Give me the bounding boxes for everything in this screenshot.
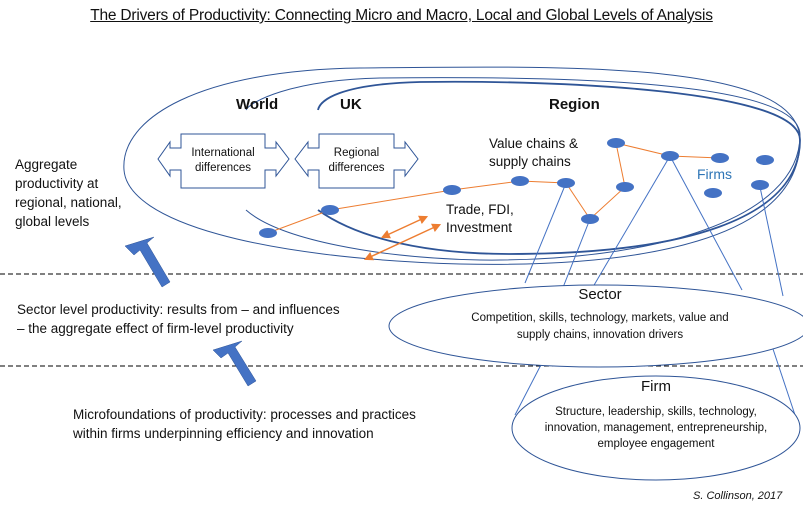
firm-node <box>557 178 575 188</box>
sector-body-line-1: Competition, skills, technology, markets… <box>471 312 729 324</box>
trade-line-2: Investment <box>446 220 513 235</box>
firm-nodes <box>259 138 774 238</box>
aggregate-line-1: Aggregate <box>15 157 78 172</box>
firm-node <box>756 155 774 165</box>
value-chains-line-1: Value chains & <box>489 136 579 151</box>
firm-node <box>321 205 339 215</box>
value-chains-line-2: supply chains <box>489 154 571 169</box>
trade-arrow-2 <box>363 223 442 261</box>
firm-title: Firm <box>641 378 671 395</box>
trade-line-1: Trade, FDI, <box>446 202 514 217</box>
firm-body-line-1: Structure, leadership, skills, technolog… <box>555 406 757 418</box>
firm-node <box>711 153 729 163</box>
international-differences-label: International differences <box>181 146 265 176</box>
diagram-title: The Drivers of Productivity: Connecting … <box>90 7 713 24</box>
international-line-1: International <box>191 147 255 159</box>
up-arrow-sector <box>212 340 257 387</box>
up-arrow-aggregate <box>124 236 171 288</box>
region-label: Region <box>549 96 600 113</box>
author-credit: S. Collinson, 2017 <box>693 490 783 502</box>
sector-body-line-2: supply chains, innovation drivers <box>516 329 684 341</box>
sector-body: Competition, skills, technology, markets… <box>420 310 780 344</box>
firm-ellipse <box>511 375 801 481</box>
firm-node <box>607 138 625 148</box>
sector-title: Sector <box>578 286 622 303</box>
firm-node <box>443 185 461 195</box>
uk-ellipse <box>245 77 801 261</box>
regional-differences-box <box>294 133 419 189</box>
firm-body: Structure, leadership, skills, technolog… <box>505 404 803 452</box>
international-line-2: differences <box>194 162 252 174</box>
sector-ellipse <box>388 284 803 368</box>
firms-label: Firms <box>697 166 732 182</box>
regional-differences-label: Regional differences <box>319 146 394 176</box>
firm-body-line-2: innovation, management, entrepreneurship… <box>544 422 768 434</box>
connector-lines <box>514 155 796 416</box>
firm-node <box>511 176 529 186</box>
aggregate-productivity-text: Aggregate productivity at regional, nati… <box>15 155 122 231</box>
aggregate-line-2: productivity at <box>15 176 99 191</box>
international-differences-box <box>157 133 290 189</box>
regional-line-2: differences <box>328 162 385 174</box>
firm-node <box>704 188 722 198</box>
firm-node <box>661 151 679 161</box>
world-label: World <box>236 96 279 113</box>
world-ellipse <box>123 66 801 265</box>
uk-label: UK <box>340 96 362 113</box>
trade-label: Trade, FDI, Investment <box>446 201 514 237</box>
regional-line-1: Regional <box>333 147 380 159</box>
sector-text-line-2: – the aggregate effect of firm-level pro… <box>17 321 294 336</box>
microfoundations-text: Microfoundations of productivity: proces… <box>73 405 416 443</box>
firm-node <box>616 182 634 192</box>
sector-productivity-text: Sector level productivity: results from … <box>17 300 340 338</box>
value-chains-label: Value chains & supply chains <box>489 135 578 171</box>
firm-node <box>751 180 769 190</box>
firm-node <box>259 228 277 238</box>
aggregate-line-4: global levels <box>15 214 90 229</box>
micro-line-2: within firms underpinning efficiency and… <box>73 426 374 441</box>
micro-line-1: Microfoundations of productivity: proces… <box>73 407 416 422</box>
trade-arrow-1 <box>380 215 429 239</box>
aggregate-line-3: regional, national, <box>15 195 122 210</box>
value-chain-links <box>267 142 721 234</box>
firm-body-line-3: employee engagement <box>597 438 715 450</box>
sector-text-line-1: Sector level productivity: results from … <box>17 302 340 317</box>
firm-node <box>581 214 599 224</box>
